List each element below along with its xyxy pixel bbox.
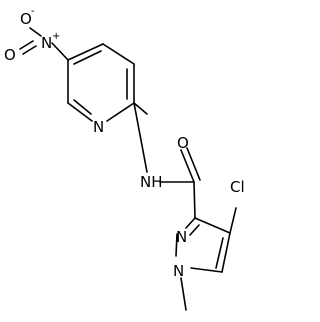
bond-c4pz-c5pz xyxy=(221,232,231,273)
bond-c4pz-cl xyxy=(229,207,237,234)
bond-c2-down-to-nh xyxy=(133,102,148,173)
bond-c2-nh xyxy=(133,102,148,115)
bond-c5pz-n1 xyxy=(190,267,223,273)
bond-n2-c3 xyxy=(185,217,196,229)
bond-n2-c3-inner xyxy=(189,224,200,236)
bond-carbonyl-o-1 xyxy=(180,149,195,183)
structure-svg: O - N + O N NH O Cl N N xyxy=(4,6,245,311)
bond-n1-c6-inner xyxy=(73,99,92,115)
bond-c5-c4 xyxy=(67,43,104,61)
bond-c3-c4pz xyxy=(194,217,231,234)
bond-n1-c6 xyxy=(67,102,93,122)
bonds xyxy=(19,27,237,311)
bond-c4-c3 xyxy=(102,43,135,65)
bond-c2-n1 xyxy=(106,102,135,122)
bond-n1-methyl xyxy=(180,277,187,311)
extra-bonds xyxy=(133,102,148,173)
atom-label-n-plus: N xyxy=(41,34,52,52)
atoms: O - N + O N NH O Cl N N xyxy=(4,6,245,280)
bond-n-c5 xyxy=(51,42,69,61)
atom-label-o-minus: O xyxy=(20,10,32,28)
bond-c5-c4-inner xyxy=(73,50,102,65)
molecule-diagram: O - N + O N NH O Cl N N xyxy=(4,6,245,311)
atom-label-pyridine-n: N xyxy=(93,118,104,136)
charge-plus: + xyxy=(52,31,60,42)
atom-label-chlorine: Cl xyxy=(230,178,245,196)
bond-carbonyl-o-2 xyxy=(186,147,201,181)
bond-no-left-1 xyxy=(19,40,34,50)
bond-n1-n2 xyxy=(175,233,178,257)
bond-carbonyl-c3 xyxy=(193,181,196,219)
bond-no-left-2 xyxy=(22,45,37,55)
bond-no-top xyxy=(29,27,42,37)
atom-nitro-n-plus: N + xyxy=(41,31,60,52)
atom-label-nitro-o: O xyxy=(4,46,16,64)
atom-nitro-o-minus: O - xyxy=(20,6,35,28)
bond-c4pz-c5pz-inner xyxy=(215,237,224,269)
atom-label-pyrazole-n2: N xyxy=(176,228,187,246)
atom-label-amide-nh: NH xyxy=(140,173,163,191)
charge-minus: - xyxy=(31,6,35,17)
atom-label-pyrazole-n1: N xyxy=(173,262,184,280)
atom-label-carbonyl-o: O xyxy=(177,134,189,152)
